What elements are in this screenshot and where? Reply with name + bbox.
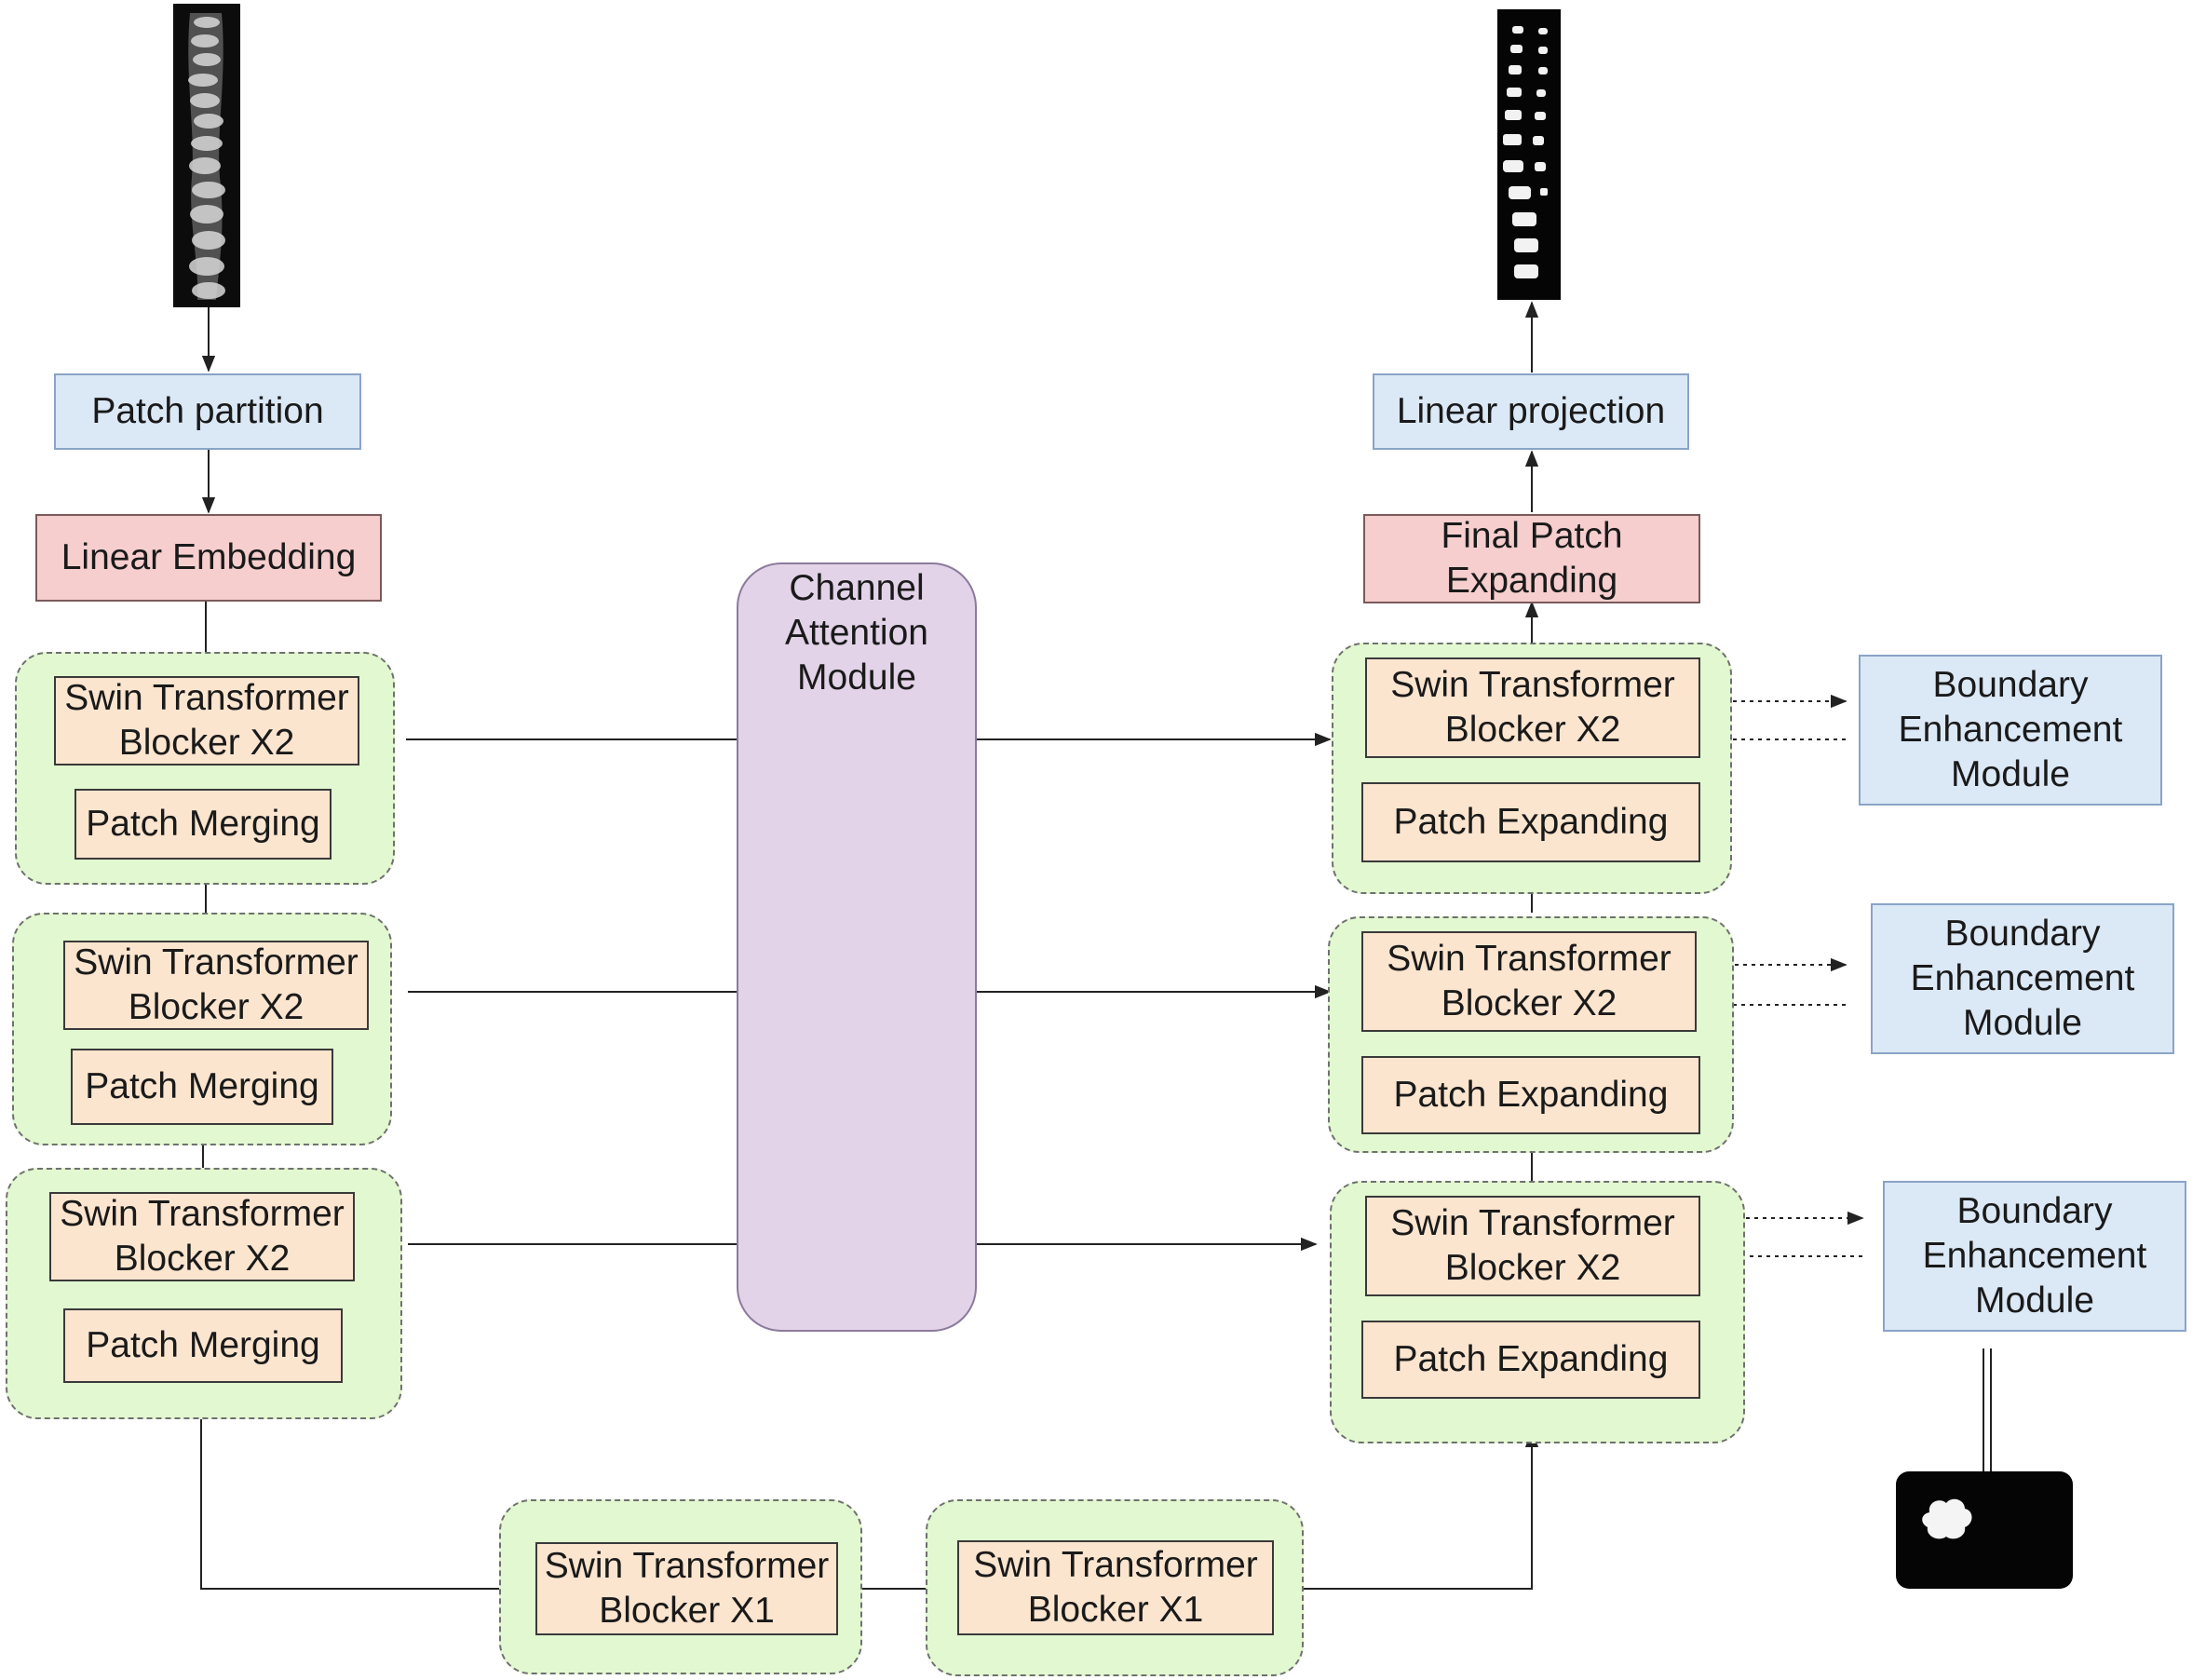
boundary-mask-image bbox=[1896, 1471, 2073, 1589]
boundary-enhancement-module-3: Boundary Enhancement Module bbox=[1883, 1181, 2186, 1332]
decoder-stage-3-expanding: Patch Expanding bbox=[1361, 1321, 1700, 1399]
patch-partition-box: Patch partition bbox=[54, 373, 361, 450]
boundary-enhancement-module-1: Boundary Enhancement Module bbox=[1859, 655, 2162, 806]
linear-embedding-box: Linear Embedding bbox=[35, 514, 382, 602]
decoder-stage-1-swin: Swin Transformer Blocker X2 bbox=[1365, 657, 1700, 758]
boundary-enhancement-module-2: Boundary Enhancement Module bbox=[1871, 903, 2174, 1054]
encoder-stage-2-swin: Swin Transformer Blocker X2 bbox=[63, 941, 369, 1030]
bottleneck-1-swin: Swin Transformer Blocker X1 bbox=[535, 1542, 838, 1635]
encoder-stage-3-swin: Swin Transformer Blocker X2 bbox=[49, 1192, 355, 1281]
bottleneck-2-swin: Swin Transformer Blocker X1 bbox=[957, 1540, 1274, 1635]
encoder-stage-1-swin: Swin Transformer Blocker X2 bbox=[54, 676, 359, 765]
encoder-stage-3-merging: Patch Merging bbox=[63, 1308, 343, 1383]
decoder-stage-2-expanding: Patch Expanding bbox=[1361, 1056, 1700, 1134]
decoder-stage-3-swin: Swin Transformer Blocker X2 bbox=[1365, 1196, 1700, 1296]
cam-title: Channel Attention Module bbox=[785, 568, 928, 698]
arrow-bottleneck-to-decoder3 bbox=[1272, 1430, 1539, 1590]
decoder-stage-1-expanding: Patch Expanding bbox=[1361, 782, 1700, 862]
arrow-stage3-to-bottleneck1 bbox=[200, 1380, 537, 1596]
channel-attention-module: Channel Attention Module bbox=[737, 562, 977, 1332]
output-segmentation-image bbox=[1497, 9, 1561, 300]
encoder-stage-1-merging: Patch Merging bbox=[74, 789, 332, 860]
linear-projection-box: Linear projection bbox=[1373, 373, 1689, 450]
input-spine-image bbox=[173, 4, 240, 307]
encoder-stage-2-merging: Patch Merging bbox=[71, 1049, 333, 1125]
decoder-stage-2-swin: Swin Transformer Blocker X2 bbox=[1361, 931, 1697, 1032]
final-patch-expanding-box: Final Patch Expanding bbox=[1363, 514, 1700, 603]
